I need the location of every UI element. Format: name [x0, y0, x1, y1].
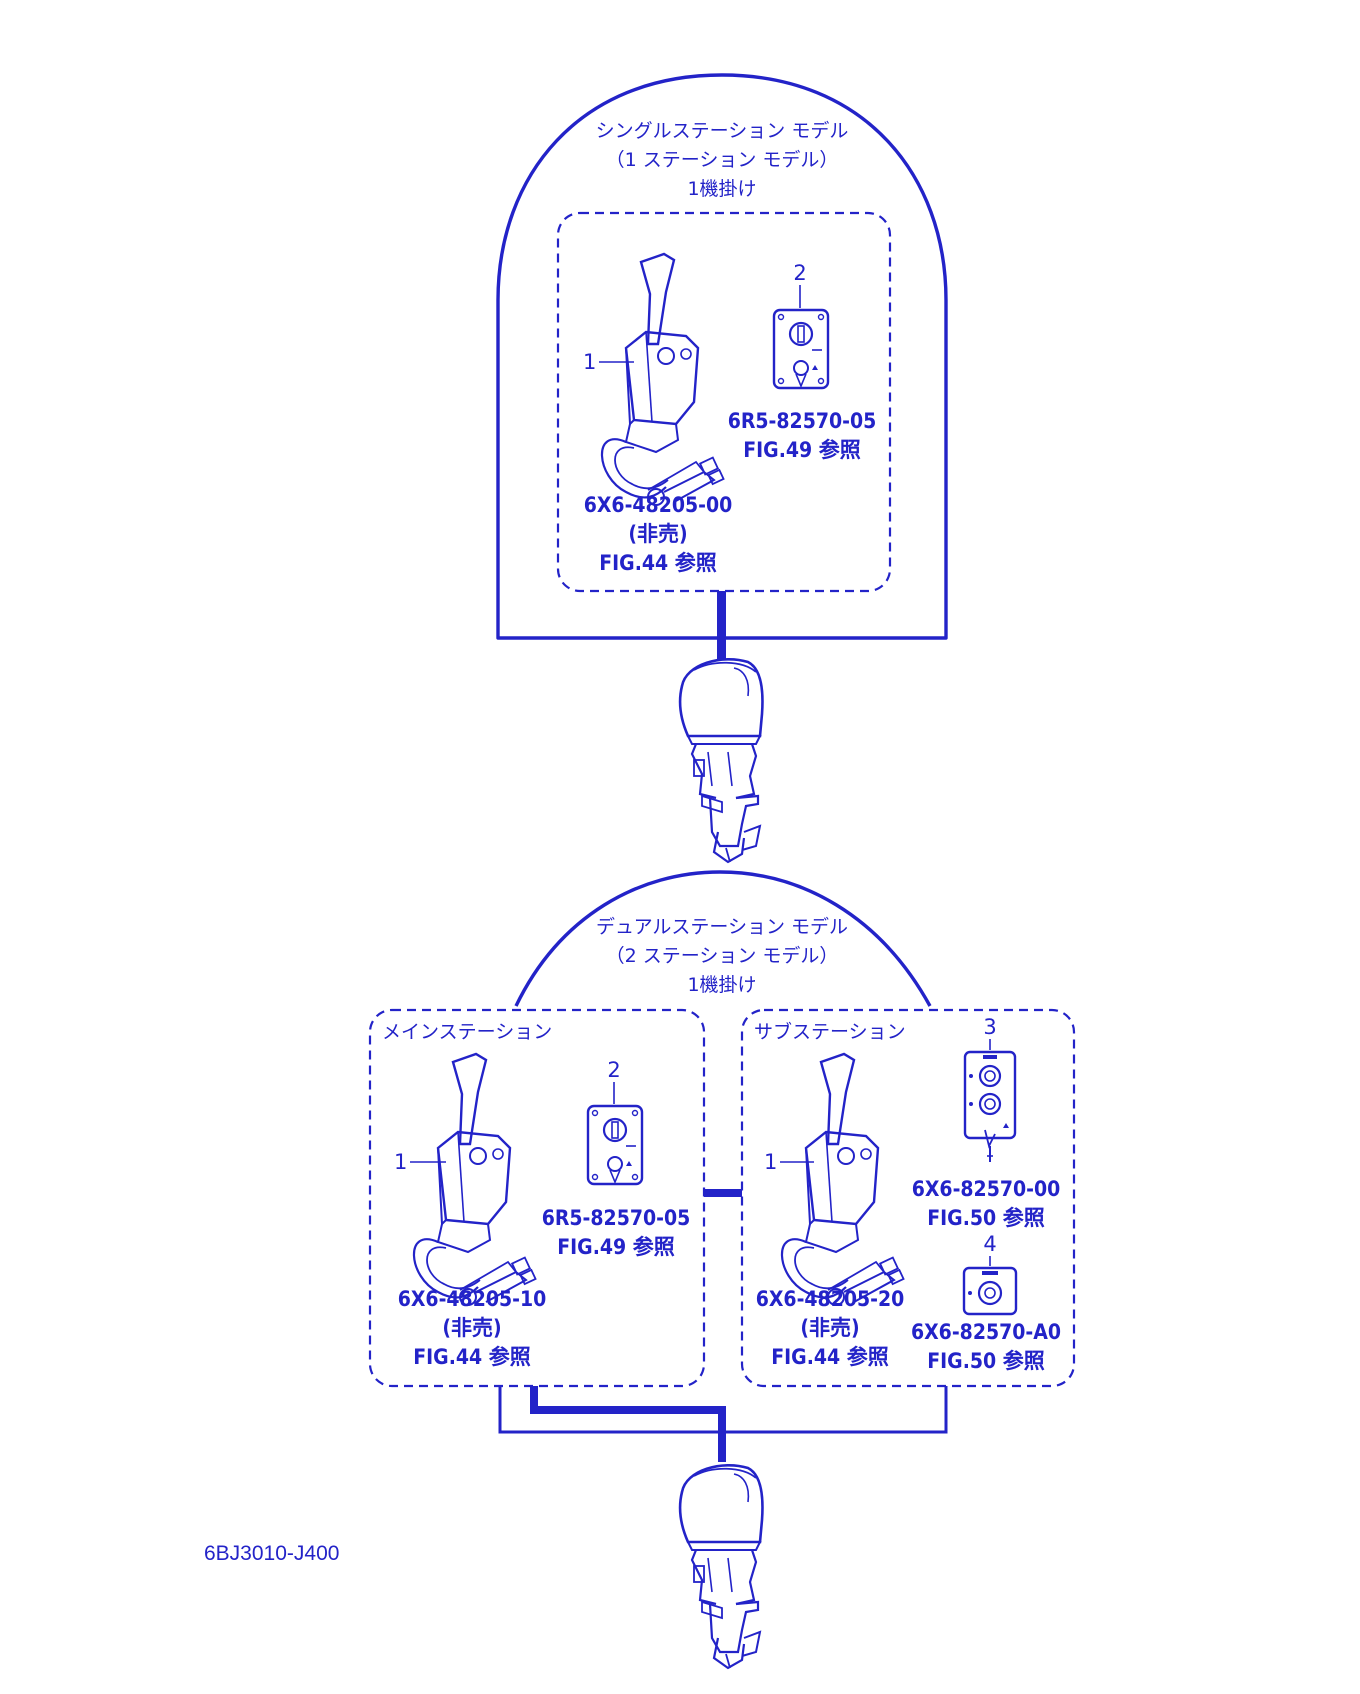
- dual-station-section: デュアルステーション モデル （2 ステーション モデル） 1機掛け メインステ…: [368, 870, 1076, 1670]
- sub-item1-number: 1: [764, 1150, 777, 1174]
- main-item1-part: 6X6-48205-10: [398, 1287, 547, 1311]
- single-station-dashed-box: [556, 211, 892, 593]
- single-item2-part: 6R5-82570-05: [728, 409, 877, 433]
- main-item1-note: (非売): [442, 1316, 501, 1340]
- sub-item3-number: 3: [983, 1015, 996, 1039]
- sub-item1-note: (非売): [800, 1316, 859, 1340]
- main-switch-panel-icon: [586, 1104, 644, 1186]
- sub-item3-part: 6X6-82570-00: [912, 1177, 1061, 1201]
- main-item2-part: 6R5-82570-05: [542, 1206, 691, 1230]
- figure-code: 6BJ3010-J400: [204, 1542, 339, 1565]
- sub-item3-ref: FIG.50 参照: [927, 1206, 1044, 1230]
- sub-item1-part: 6X6-48205-20: [756, 1287, 905, 1311]
- sub-item4-number: 4: [983, 1232, 996, 1256]
- dual-title-line2: （2 ステーション モデル）: [606, 945, 839, 967]
- single-title-line1: シングルステーション モデル: [596, 120, 849, 142]
- main-switch-panel-icon: [772, 308, 830, 390]
- main-cable: [498, 1386, 720, 1434]
- outboard-motor-icon: [678, 1463, 764, 1670]
- remote-control-icon: [600, 252, 725, 507]
- dual-station-arc: [514, 870, 932, 1007]
- single-item1-note: (非売): [628, 522, 687, 546]
- single-item2-number: 2: [793, 261, 806, 285]
- single-item1-number: 1: [583, 350, 596, 374]
- station-link: [704, 1189, 742, 1197]
- dual-title-line3: 1機掛け: [687, 974, 756, 996]
- dual-title-line1: デュアルステーション モデル: [596, 916, 848, 938]
- single-item2-ref: FIG.49 参照: [743, 438, 860, 462]
- single-station-frame: [496, 73, 948, 640]
- main-station-dashed-box: [368, 1008, 706, 1388]
- single-switch-panel-icon: [962, 1266, 1018, 1316]
- main-item2-number: 2: [607, 1058, 620, 1082]
- main-station-label: メインステーション: [382, 1021, 552, 1043]
- single-item1-ref: FIG.44 参照: [599, 551, 716, 575]
- sub-item4-ref: FIG.50 参照: [927, 1349, 1044, 1373]
- sub-station-label: サブステーション: [754, 1020, 906, 1043]
- remote-control-icon: [780, 1052, 905, 1307]
- main-item1-ref: FIG.44 参照: [413, 1345, 530, 1369]
- single-connector: [717, 591, 726, 659]
- dual-switch-panel-icon: [963, 1050, 1017, 1164]
- outboard-motor-icon: [678, 657, 764, 864]
- sub-item4-part: 6X6-82570-A0: [911, 1320, 1061, 1344]
- sub-cable: [724, 1386, 948, 1434]
- sub-item1-ref: FIG.44 参照: [771, 1345, 888, 1369]
- main-item2-ref: FIG.49 参照: [557, 1235, 674, 1259]
- thick-cable: [530, 1386, 726, 1462]
- main-item1-number: 1: [394, 1150, 407, 1174]
- single-item1-part: 6X6-48205-00: [584, 493, 733, 517]
- remote-control-icon: [412, 1052, 537, 1307]
- single-station-section: シングルステーション モデル （1 ステーション モデル） 1機掛け 1 6X6…: [496, 73, 948, 864]
- single-title-line3: 1機掛け: [687, 178, 756, 200]
- sub-station-dashed-box: [740, 1008, 1076, 1388]
- single-title-line2: （1 ステーション モデル）: [606, 149, 839, 171]
